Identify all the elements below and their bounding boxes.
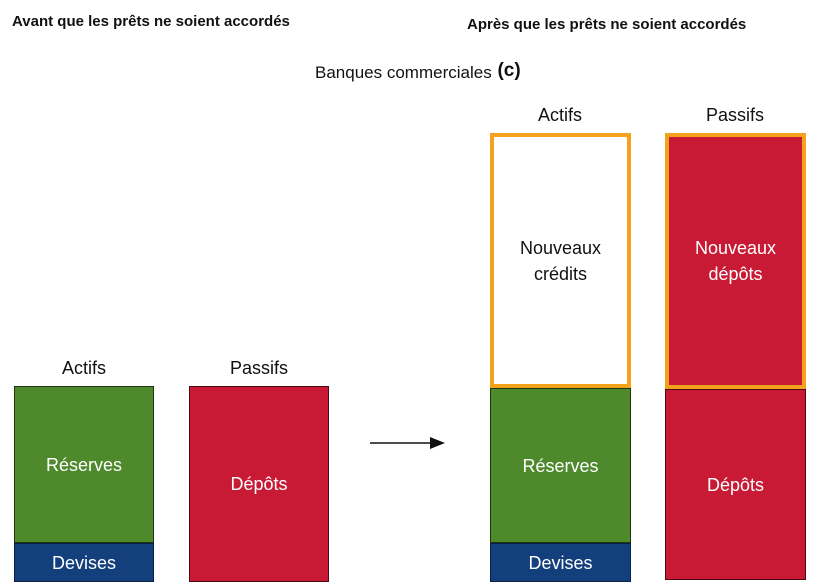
before-deposits-block: Dépôts <box>189 386 329 582</box>
after-assets-label: Actifs <box>537 105 582 125</box>
before-reserves-text: Réserves <box>45 454 123 475</box>
after-new-deposits-block: Nouveaux dépôts <box>665 133 806 389</box>
after-currency-block: Devises <box>490 543 631 582</box>
before-currency-block: Devises <box>14 543 154 582</box>
after-new-deposits-text: Nouveaux dépôts <box>694 238 777 284</box>
after-reserves-text: Réserves <box>522 455 599 476</box>
panel-marker: (c) <box>497 60 521 81</box>
before-reserves-block: Réserves <box>14 386 154 543</box>
after-deposits-text: Dépôts <box>706 474 765 495</box>
arrow-right-icon <box>370 437 445 449</box>
heading-before-loans: Avant que les prêts ne soient accordés <box>12 13 290 30</box>
before-assets-label: Actifs <box>61 358 106 378</box>
after-new-credits-text: Nouveaux crédits <box>519 237 602 284</box>
before-liabilities-label: Passifs <box>229 358 289 378</box>
subtitle-text: Banques commerciales <box>315 63 492 82</box>
after-deposits-block: Dépôts <box>665 389 806 580</box>
after-liabilities-label: Passifs <box>705 105 765 125</box>
after-reserves-block: Réserves <box>490 388 631 543</box>
subtitle-commercial-banks: Banques commerciales (c) <box>315 60 521 83</box>
heading-after-loans: Après que les prêts ne soient accordés <box>467 16 747 33</box>
after-currency-text: Devises <box>528 552 593 573</box>
before-currency-text: Devises <box>51 552 117 573</box>
after-new-credits-block: Nouveaux crédits <box>490 133 631 388</box>
before-deposits-text: Dépôts <box>230 474 288 494</box>
